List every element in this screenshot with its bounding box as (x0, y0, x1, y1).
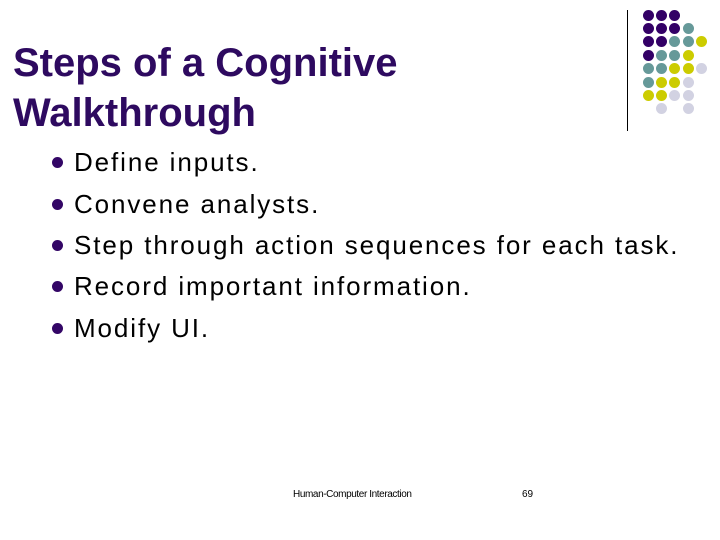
decorative-dot-teal (642, 76, 654, 88)
decorative-dot-teal (682, 36, 694, 48)
decorative-dot-lavender (682, 89, 694, 101)
decorative-dot-teal (655, 49, 667, 61)
decorative-dot-teal (669, 49, 681, 61)
decorative-dot-indigo (642, 49, 654, 61)
decorative-dot-indigo (642, 9, 654, 21)
decorative-dot-indigo (655, 9, 667, 21)
list-item: Modify UI. (52, 308, 679, 349)
bullet-icon (52, 157, 63, 169)
bullet-list: Define inputs. Convene analysts. Step thro… (52, 142, 679, 349)
decorative-dot-indigo (669, 22, 681, 34)
decorative-dot-teal (669, 36, 681, 48)
decorative-dot-indigo (655, 36, 667, 48)
decorative-divider-line (627, 10, 628, 131)
decorative-dot-teal (655, 63, 667, 75)
decorative-dot-yellow (642, 89, 654, 101)
bullet-text: Define inputs. (74, 147, 260, 178)
bullet-icon (52, 281, 63, 293)
decorative-dot-lavender (669, 89, 681, 101)
bullet-icon (52, 198, 63, 210)
list-item: Define inputs. (52, 142, 679, 183)
bullet-text: Convene analysts. (74, 188, 321, 219)
page-title-line-2: Walkthrough (13, 90, 256, 135)
list-item: Convene analysts. (52, 183, 679, 224)
decorative-dot-lavender (655, 103, 667, 115)
list-item: Step through action sequences for each t… (52, 225, 679, 266)
footer-course-label: Human-Computer Interaction (293, 489, 412, 500)
decorative-dot-teal (682, 22, 694, 34)
decorative-dot-lavender (696, 63, 708, 75)
page-title: Steps of a Cognitive Walkthrough (13, 38, 573, 138)
decorative-dot-indigo (669, 9, 681, 21)
decorative-dot-indigo (655, 22, 667, 34)
list-item: Record important information. (52, 266, 679, 307)
decorative-dot-indigo (642, 22, 654, 34)
decorative-dot-yellow (696, 36, 708, 48)
decorative-dot-indigo (642, 36, 654, 48)
decorative-dot-yellow (669, 63, 681, 75)
decorative-dot-lavender (682, 76, 694, 88)
decorative-dot-lavender (682, 103, 694, 115)
bullet-text: Modify UI. (74, 312, 211, 343)
bullet-icon (52, 322, 63, 334)
decorative-dot-yellow (682, 49, 694, 61)
bullet-icon (52, 239, 63, 251)
decorative-dot-yellow (669, 76, 681, 88)
decorative-dot-yellow (682, 63, 694, 75)
decorative-dot-yellow (655, 89, 667, 101)
bullet-text: Record important information. (74, 271, 472, 302)
decorative-dot-teal (642, 63, 654, 75)
page-title-line-1: Steps of a Cognitive (13, 40, 398, 85)
bullet-text: Step through action sequences for each t… (74, 229, 680, 260)
decorative-dot-yellow (655, 76, 667, 88)
slide-page-number: 69 (522, 489, 534, 500)
